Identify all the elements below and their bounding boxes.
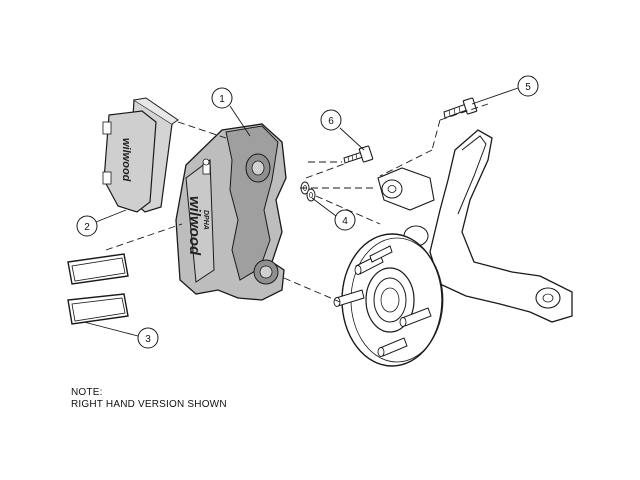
callout-5: 5 (471, 75, 539, 105)
callout-5-label: 5 (525, 82, 531, 93)
note-text: RIGHT HAND VERSION SHOWN (71, 399, 227, 410)
callout-4-label: 4 (342, 216, 348, 227)
wheel-hub (333, 233, 444, 367)
callout-6: 6 (320, 109, 365, 151)
note-title: NOTE: (71, 387, 103, 398)
callout-2-label: 2 (84, 222, 90, 233)
callout-1-label: 1 (219, 94, 225, 105)
callout-4: 4 (311, 197, 356, 231)
callout-3: 3 (83, 321, 159, 349)
mounting-bolt-short (343, 145, 374, 164)
caliper-sub-logo: DPHA (202, 210, 209, 230)
callout-6-label: 6 (328, 116, 334, 127)
callout-2: 2 (76, 209, 127, 237)
brake-pad-front: wilwood (102, 110, 157, 213)
caliper-logo: wilwood (186, 196, 203, 256)
callout-3-label: 3 (145, 334, 151, 345)
mounting-bolt-long (443, 97, 478, 119)
pad-logo: wilwood (120, 138, 132, 182)
brake-caliper: wilwood DPHA (175, 123, 287, 301)
pad-retainer-clips (67, 253, 129, 325)
callout-1: 1 (211, 87, 251, 137)
